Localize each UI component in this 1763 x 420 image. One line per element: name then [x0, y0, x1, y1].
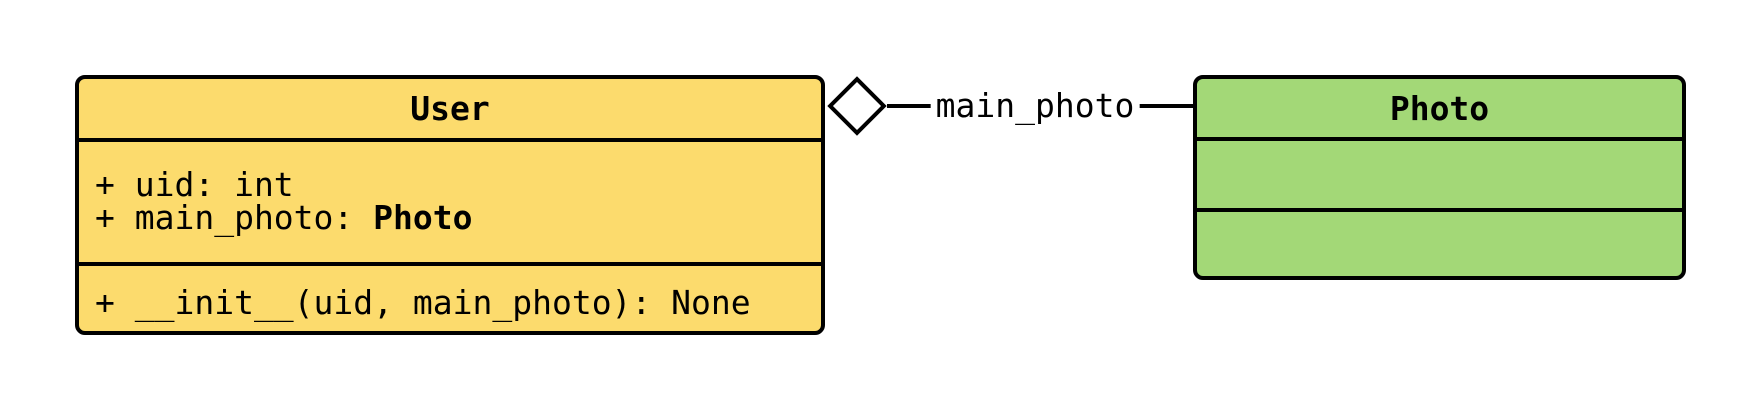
- attribute-type-photo: Photo: [373, 198, 473, 237]
- attribute-line-main-photo: + main_photo: Photo: [95, 201, 821, 234]
- attribute-label: + main_photo:: [95, 198, 374, 237]
- class-box-user: User + uid: int + main_photo: Photo + __…: [75, 75, 825, 335]
- attributes-compartment-user: + uid: int + main_photo: Photo: [79, 138, 821, 262]
- relation-label: main_photo: [930, 88, 1140, 124]
- class-box-photo: Photo: [1193, 75, 1686, 280]
- class-title-user: User: [410, 89, 490, 128]
- attributes-compartment-photo: [1197, 137, 1682, 208]
- methods-compartment-user: + __init__(uid, main_photo): None: [79, 262, 821, 331]
- attribute-line-uid: + uid: int: [95, 165, 294, 204]
- method-line-init: + __init__(uid, main_photo): None: [95, 283, 751, 322]
- methods-compartment-photo: [1197, 208, 1682, 276]
- aggregation-diamond-icon: [827, 76, 887, 136]
- class-title-photo: Photo: [1389, 88, 1490, 128]
